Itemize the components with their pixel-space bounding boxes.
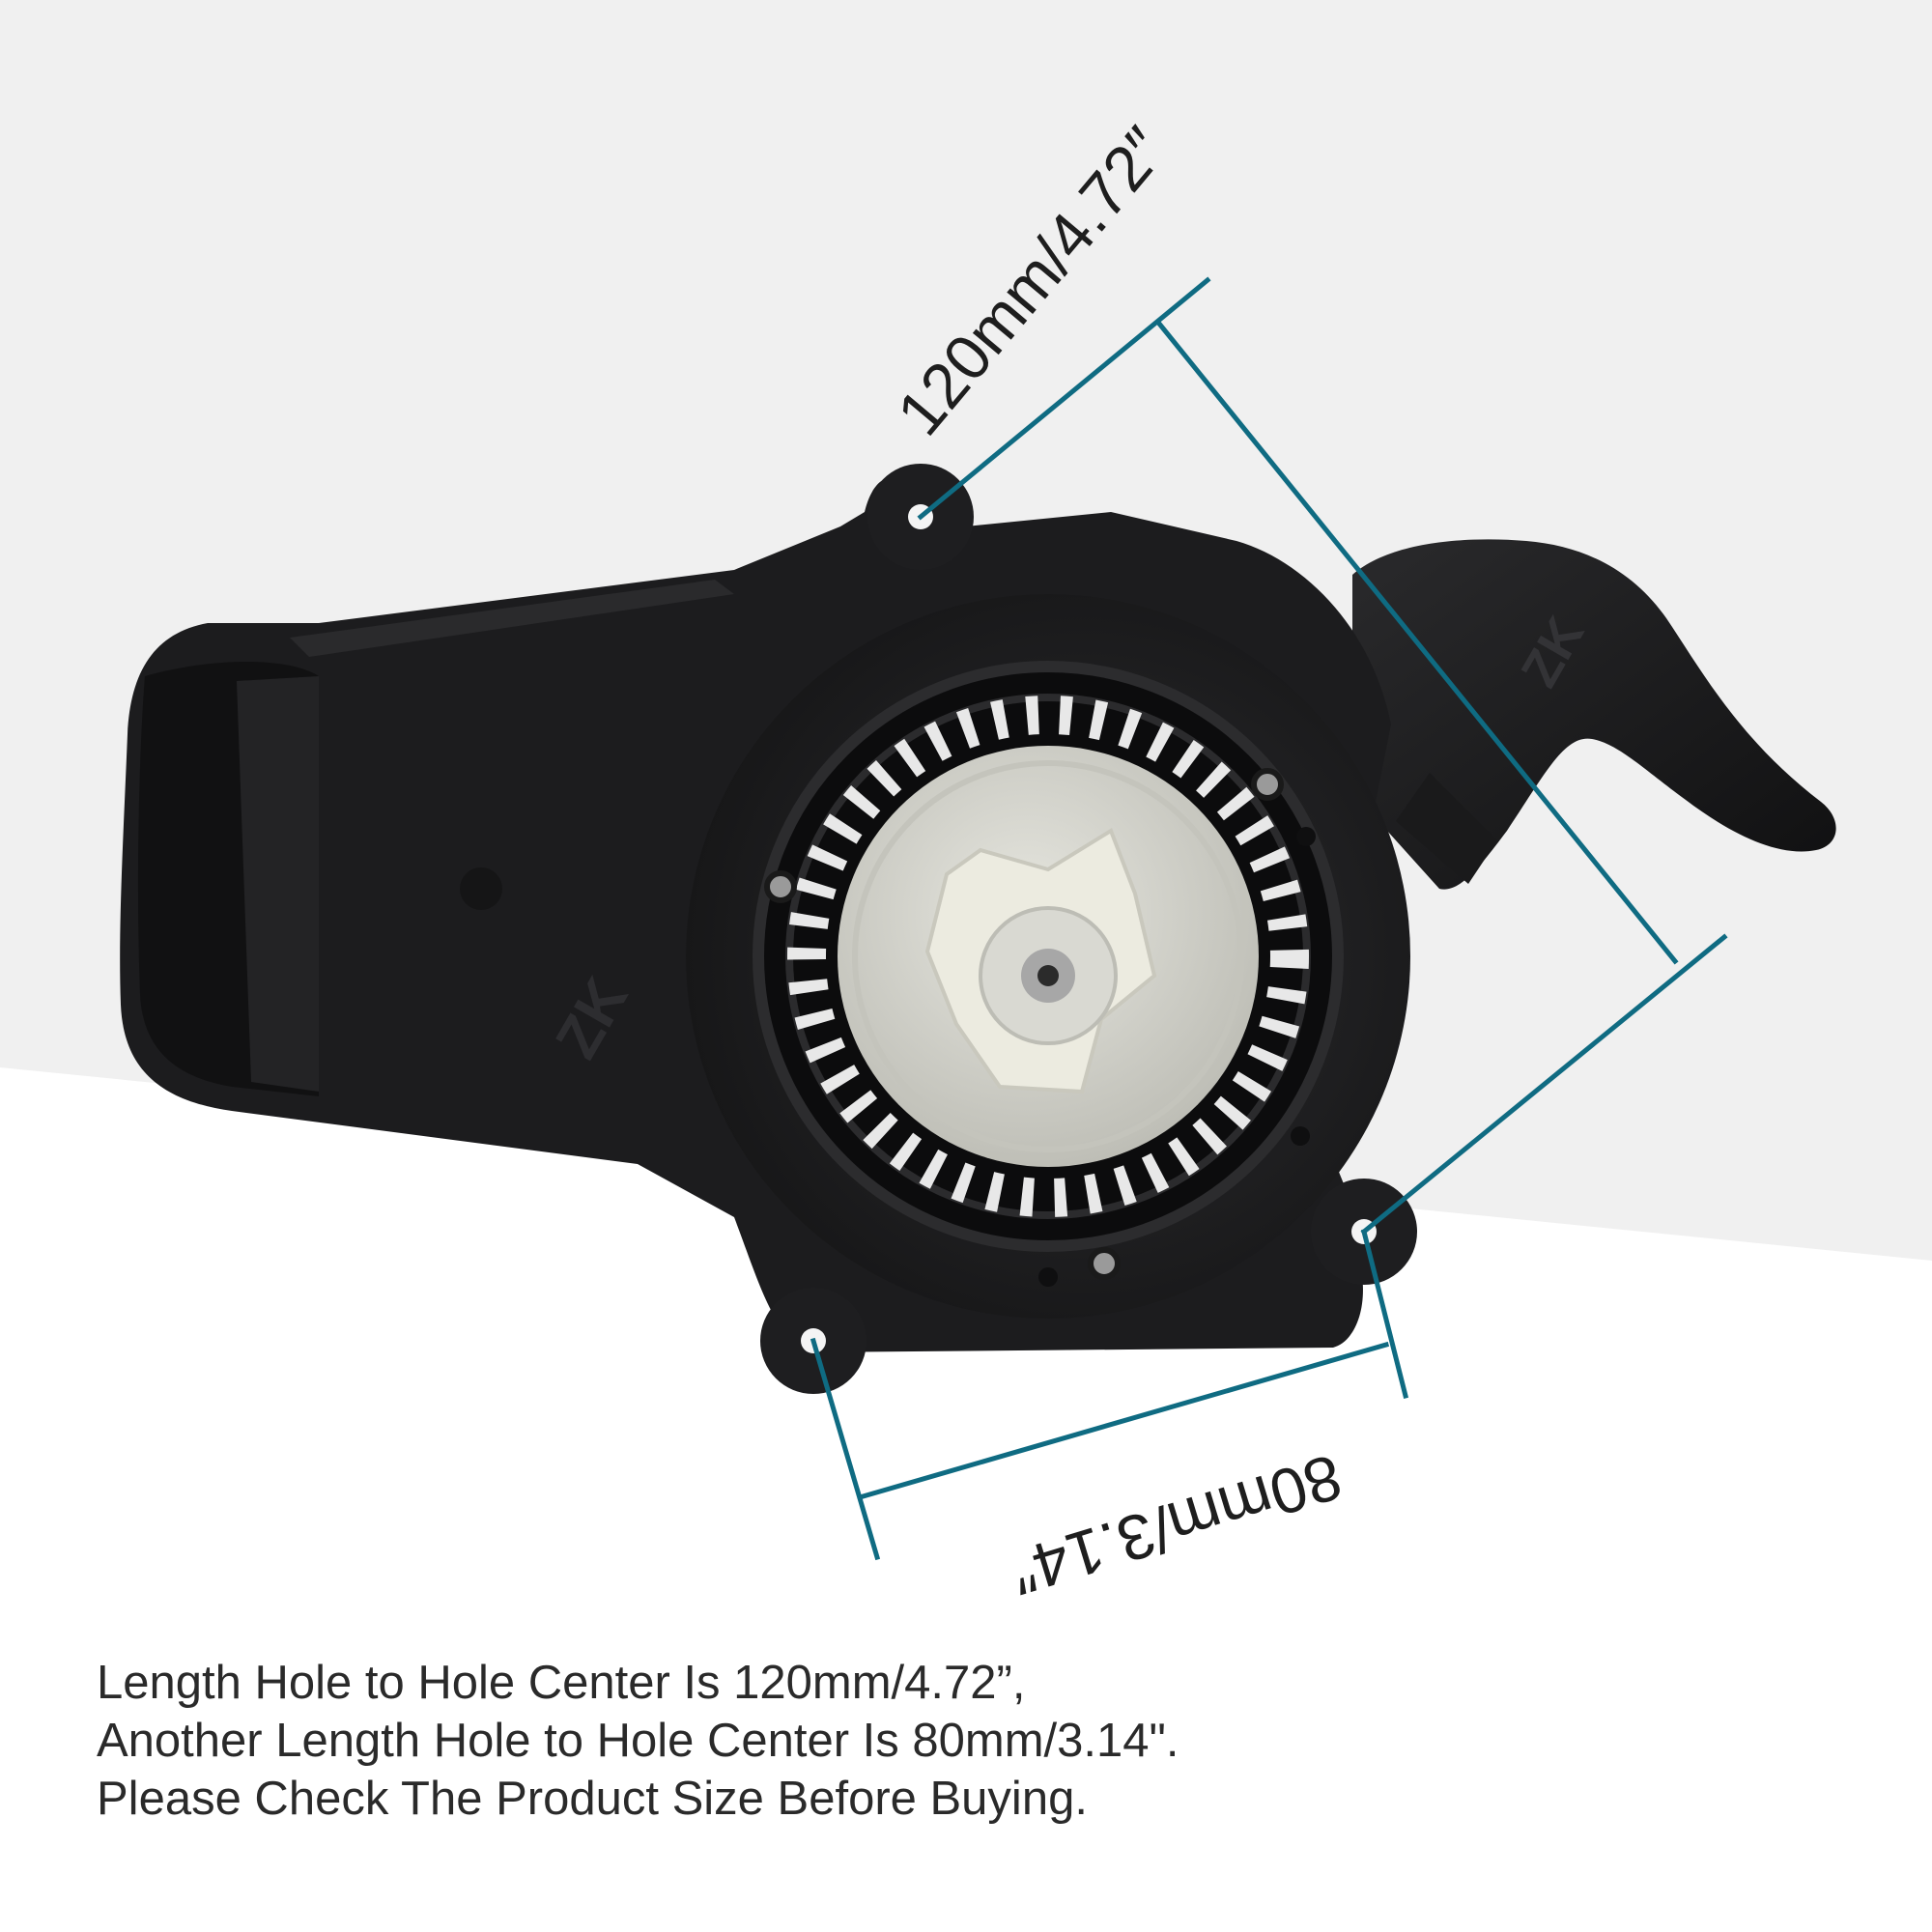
reel-screw (1088, 1247, 1121, 1280)
caption-line-1: Length Hole to Hole Center Is 120mm/4.72… (97, 1657, 1026, 1709)
dimension-80mm (810, 1228, 1409, 1561)
caption-block: Length Hole to Hole Center Is 120mm/4.72… (97, 1654, 1739, 1828)
caption-line-3: Please Check The Product Size Before Buy… (97, 1773, 1088, 1825)
reel-screw (764, 870, 797, 903)
ratchet-ring (787, 696, 1309, 1217)
recoil-reel (686, 594, 1410, 1319)
dimension-120mm (917, 276, 1728, 1236)
reel-screw (1251, 768, 1284, 801)
pull-handle (1352, 539, 1836, 890)
caption-line-2: Another Length Hole to Hole Center Is 80… (97, 1715, 1179, 1767)
